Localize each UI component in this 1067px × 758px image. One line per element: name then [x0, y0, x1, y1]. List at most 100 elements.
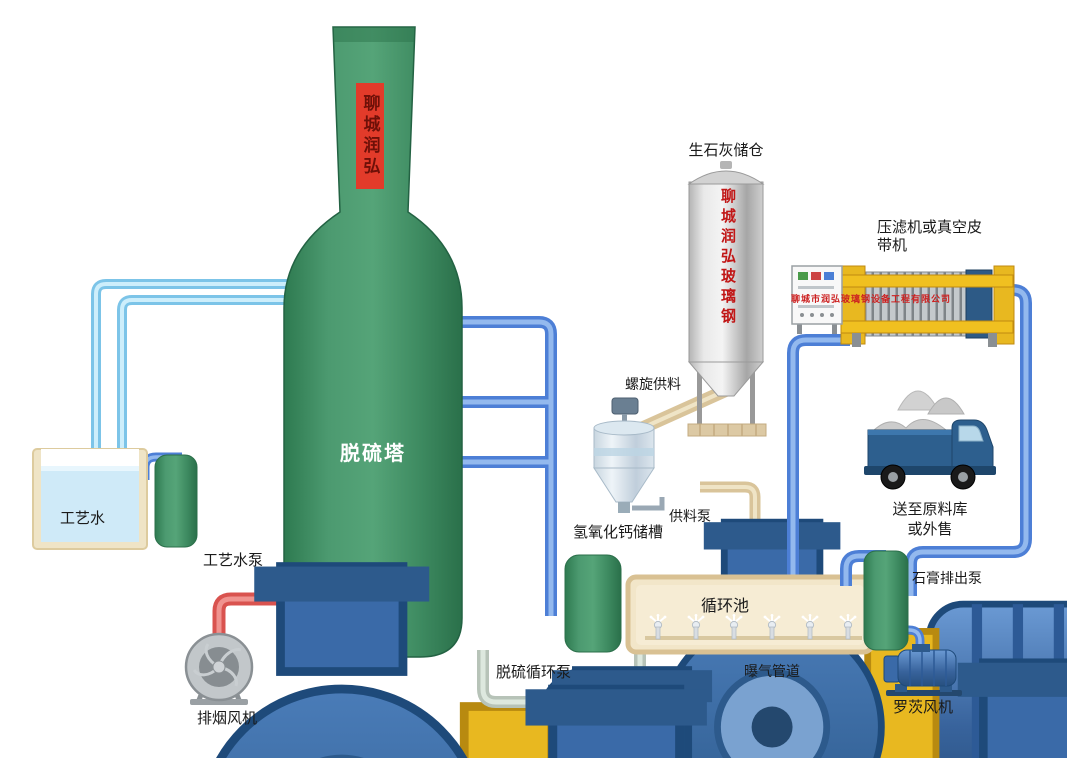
circulation-pump-label: 脱硫循环泵: [496, 664, 572, 681]
gypsum-piles: [897, 390, 965, 415]
truck-hub: [958, 472, 968, 482]
gypsum-pump-label: 石膏排出泵: [912, 570, 982, 586]
pool-outlet-pipe: [840, 550, 886, 586]
truck-label-line1: 送至原料库: [892, 501, 968, 518]
fan-base: [190, 699, 248, 705]
cabinet-slot: [798, 286, 834, 289]
aeration-air-pipe: [870, 625, 925, 654]
fan-hub: [212, 660, 226, 674]
silo-label: 生石灰储仓: [688, 142, 764, 159]
truck: [864, 419, 996, 490]
pipe-highlight: [452, 319, 554, 616]
pool-label: 循环池: [701, 598, 750, 615]
pipe-highlight: [216, 596, 300, 648]
silo-brand-text: 聊城润弘玻璃钢: [719, 188, 736, 328]
cabinet-knob: [800, 313, 804, 317]
pipe-highlight: [790, 337, 850, 580]
mixer-top: [593, 420, 655, 436]
gypsum-pump-tank: [863, 550, 909, 651]
water-pump-label: 工艺水泵: [203, 552, 264, 569]
pool-inner: [636, 585, 864, 645]
press-top-beam: [840, 274, 1014, 288]
filter-press-pipes: [787, 284, 1032, 596]
silo-leg: [697, 362, 702, 426]
aeration-label: 曝气管道: [744, 663, 800, 679]
indicator-green: [798, 272, 808, 280]
press-leg: [988, 333, 997, 347]
roots-blower: [883, 644, 962, 696]
tower-stack-top: [333, 27, 415, 42]
pipe-highlight: [120, 298, 310, 482]
blower-body: [897, 649, 957, 687]
fan-blades: [192, 643, 242, 687]
company-name: 聊城市润弘玻璃钢设备工程有限公司: [791, 294, 952, 304]
water-surface: [41, 466, 139, 471]
indicator-red: [811, 272, 821, 280]
silo-dome: [687, 170, 765, 185]
cabinet-slot: [798, 305, 834, 308]
gypsum-pile: [927, 397, 965, 415]
process-water-tank: [32, 448, 148, 550]
quicklime-silo: [687, 161, 767, 437]
press-bottom-beam: [840, 320, 1014, 334]
cabinet-leg: [832, 324, 837, 334]
pipe-highlight: [639, 387, 730, 431]
filter-press-label-line2: 带机: [877, 237, 908, 254]
filter-press: [840, 265, 1015, 347]
slurry-feed-pipe: [700, 481, 761, 582]
silo-pallet: [687, 423, 767, 437]
blower-foot: [940, 684, 952, 692]
smoke-fan-label: 排烟风机: [197, 710, 258, 727]
pipe-highlight: [908, 287, 1029, 596]
silo-cone: [687, 361, 765, 397]
flue-gas-pipe: [212, 592, 300, 648]
pipe-spray-main: [452, 316, 557, 616]
lime-tank-label: 氢氧化钙储槽: [573, 524, 664, 541]
tank-water: [41, 468, 139, 542]
roots-blower-label: 罗茨风机: [893, 699, 954, 716]
silo-leg: [750, 362, 755, 426]
screw-feeder-label: 螺旋供料: [625, 376, 681, 392]
water-filter-tank: [154, 454, 198, 548]
smoke-exhaust-fan: [184, 632, 254, 705]
pallet-slats: [699, 424, 757, 436]
blower-foot: [895, 684, 907, 692]
filter-press-label: 压滤机或真空皮 带机: [877, 219, 982, 255]
blower-flange: [912, 644, 930, 652]
cabinet-knob: [810, 313, 814, 317]
mixer-band: [594, 448, 654, 456]
feed-pump-label: 供料泵: [669, 508, 711, 524]
pipe-highlight: [700, 485, 757, 582]
indicator-blue: [824, 272, 834, 280]
water-tank-label: 工艺水: [60, 510, 106, 527]
blower-ribs: [909, 650, 947, 686]
mixer-cone: [593, 467, 655, 503]
screw-feeder: [637, 383, 732, 435]
agitator-motor: [611, 397, 639, 415]
pipe-highlight: [843, 553, 886, 586]
truck-bed-rail: [868, 430, 952, 435]
circulation-pool: [625, 574, 875, 655]
pipe-highlight: [870, 628, 922, 654]
mixer-outlet: [618, 502, 630, 513]
mixer-suction-line: [632, 497, 665, 511]
cabinet-leg: [797, 324, 802, 334]
silo-vent: [720, 161, 732, 169]
silo-shell: [688, 181, 764, 363]
cabinet-knob: [830, 313, 834, 317]
truck-label: 送至原料库 或外售: [880, 500, 980, 541]
cabinet-knob: [820, 313, 824, 317]
truck-hub: [888, 472, 898, 482]
tower-slurry-pipes: [452, 316, 557, 616]
press-leg: [852, 333, 861, 347]
circulation-pump-tank: [564, 554, 622, 653]
truck-label-line2: 或外售: [907, 521, 953, 539]
truck-bed: [867, 429, 953, 469]
pipe-highlight: [94, 282, 312, 478]
filter-press-label-line1: 压滤机或真空皮: [877, 219, 983, 236]
lime-slurry-tank: [593, 397, 665, 513]
truck-window: [958, 425, 984, 442]
control-cabinet: [791, 265, 843, 334]
